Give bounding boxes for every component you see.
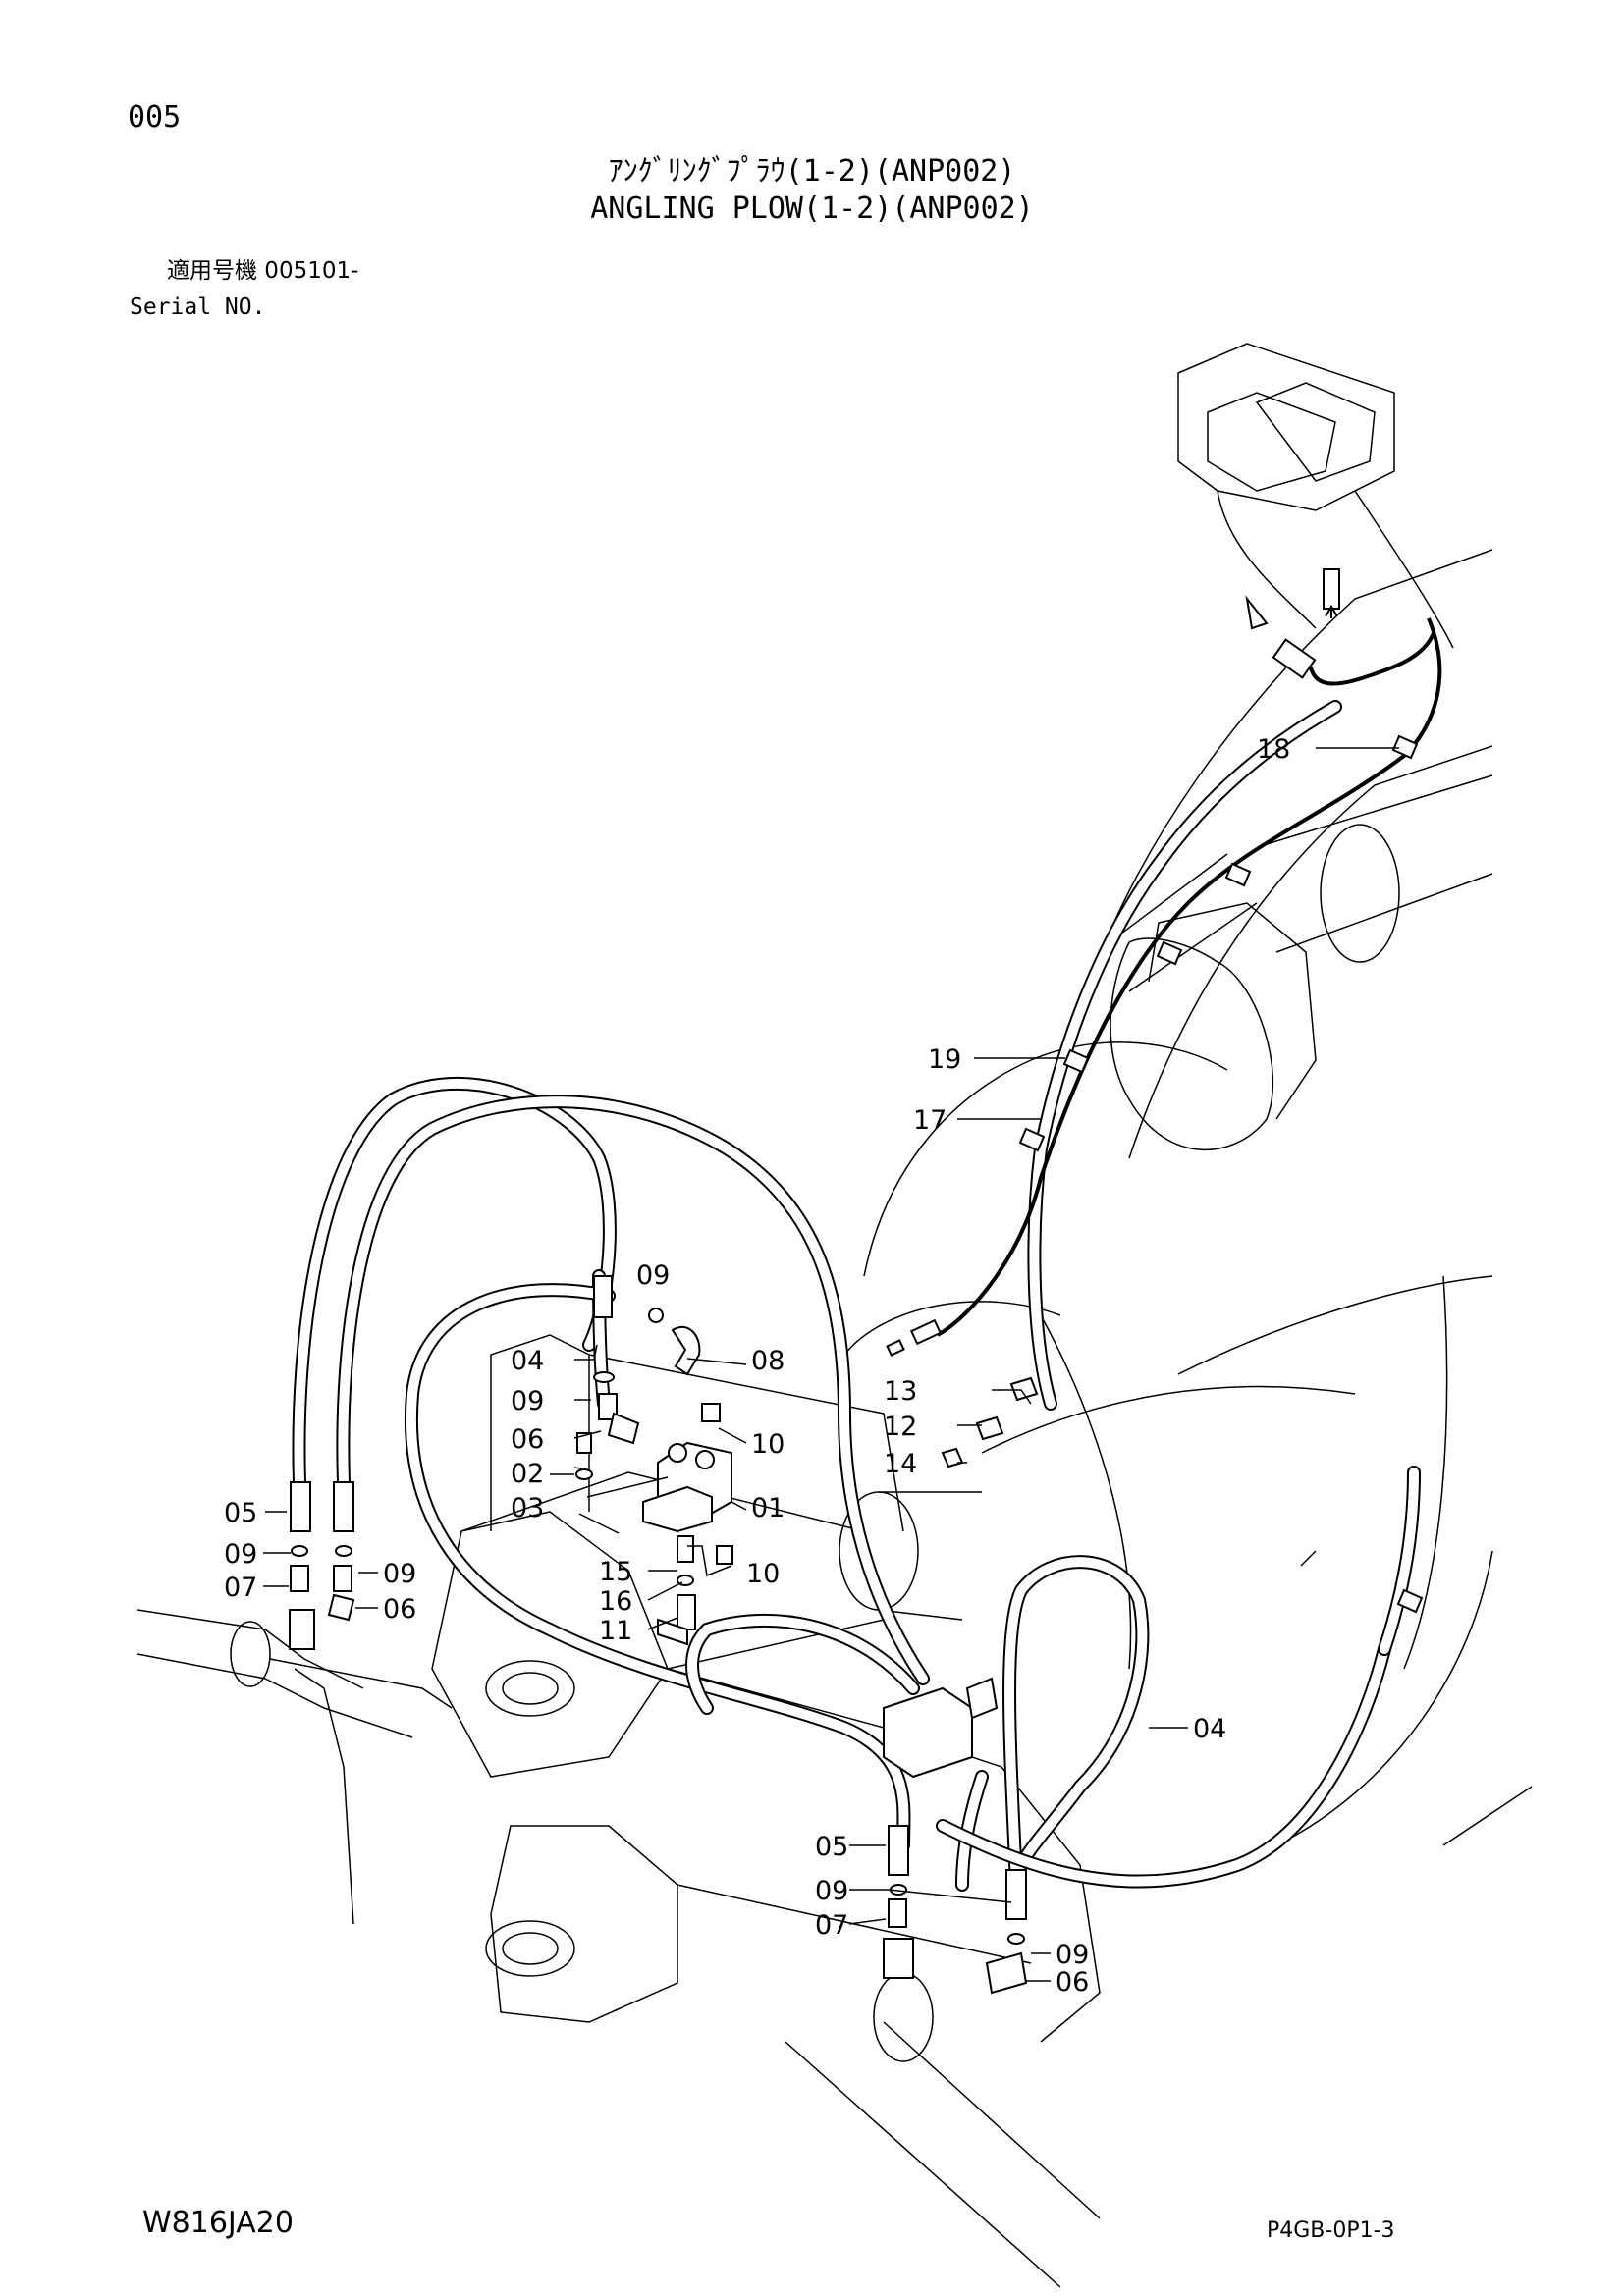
title-english: ANGLING PLOW(1-2)(ANP002): [590, 191, 1034, 226]
callout-09-mid: 09: [511, 1386, 544, 1416]
callout-19: 19: [928, 1044, 961, 1075]
sheet-code: P4GB-0P1-3: [1267, 2218, 1395, 2243]
page-number: 005: [128, 100, 182, 134]
leader-lines: [263, 747, 1399, 1982]
connector-plug-b: [1272, 638, 1317, 679]
clamp-c: [1018, 1127, 1046, 1152]
fitting-06: [598, 1393, 618, 1420]
callout-labels: 18 19 17 09 04 08 09 06 10 02 03 01 15 1…: [224, 734, 1290, 1998]
callout-15: 15: [599, 1557, 632, 1587]
serial-label-english: Serial NO.: [130, 294, 266, 320]
callout-04-right: 04: [1193, 1714, 1226, 1744]
callout-16: 16: [599, 1586, 632, 1617]
plug-10-top: [701, 1403, 721, 1422]
callout-12: 12: [884, 1412, 917, 1442]
left-fittings: [289, 1481, 355, 1650]
callout-06-right: 06: [1056, 1967, 1089, 1998]
washer-03: [575, 1468, 593, 1480]
fitting-04: [593, 1275, 613, 1318]
valve-block-assembly: [575, 1275, 733, 1646]
callout-06-left: 06: [383, 1594, 416, 1625]
callout-04-left: 04: [511, 1346, 544, 1376]
callout-06-mid: 06: [511, 1424, 544, 1455]
connector-socket: [909, 1318, 943, 1346]
callout-03: 03: [511, 1493, 544, 1523]
clamp-19: [1062, 1048, 1090, 1074]
callout-07-right: 07: [815, 1910, 848, 1941]
callout-07-left: 07: [224, 1573, 257, 1603]
fitting-15: [677, 1535, 694, 1563]
callout-09-top: 09: [636, 1260, 670, 1291]
callout-09-right2: 09: [1056, 1940, 1089, 1970]
machine-body-outline: [136, 343, 1533, 2288]
callout-10-bottom: 10: [746, 1559, 780, 1589]
clamp-18: [1391, 734, 1419, 760]
drawing-code: W816JA20: [142, 2206, 294, 2240]
right-fittings: [883, 1376, 1039, 1995]
callout-11: 11: [599, 1616, 632, 1646]
clamp-b: [1156, 940, 1183, 966]
callout-09-left: 09: [224, 1539, 257, 1570]
clamp-d: [1396, 1588, 1424, 1614]
clamp-a: [1224, 862, 1252, 887]
callout-09-left2: 09: [383, 1559, 416, 1589]
callout-18: 18: [1257, 734, 1290, 765]
callout-13: 13: [884, 1376, 917, 1407]
callout-10-top: 10: [751, 1429, 785, 1460]
callout-02: 02: [511, 1459, 544, 1489]
serial-label-japanese: 適用号機 005101-: [167, 258, 359, 284]
o-ring-09-top: [648, 1308, 664, 1323]
hydraulic-hoses: [292, 700, 1421, 1892]
bolt-02: [576, 1432, 592, 1454]
callout-05-left: 05: [224, 1498, 257, 1528]
connector-pin: [886, 1339, 905, 1357]
connector-plug-a: [1323, 568, 1340, 610]
title-japanese: ｱﾝｸﾞﾘﾝｸﾞﾌﾟﾗｳ(1-2)(ANP002): [608, 154, 1016, 188]
callout-01: 01: [751, 1493, 785, 1523]
callout-14: 14: [884, 1449, 917, 1479]
fitting-11: [677, 1594, 696, 1630]
plug-10-bottom: [716, 1545, 733, 1565]
o-ring-09: [593, 1371, 615, 1383]
callout-17: 17: [913, 1105, 947, 1136]
elbow-08: [671, 1325, 701, 1376]
callout-05-right: 05: [815, 1832, 848, 1862]
callout-09-right: 09: [815, 1876, 848, 1906]
elbow-fitting: [607, 1412, 640, 1445]
callout-08: 08: [751, 1346, 785, 1376]
wire-harness: [886, 568, 1442, 1614]
